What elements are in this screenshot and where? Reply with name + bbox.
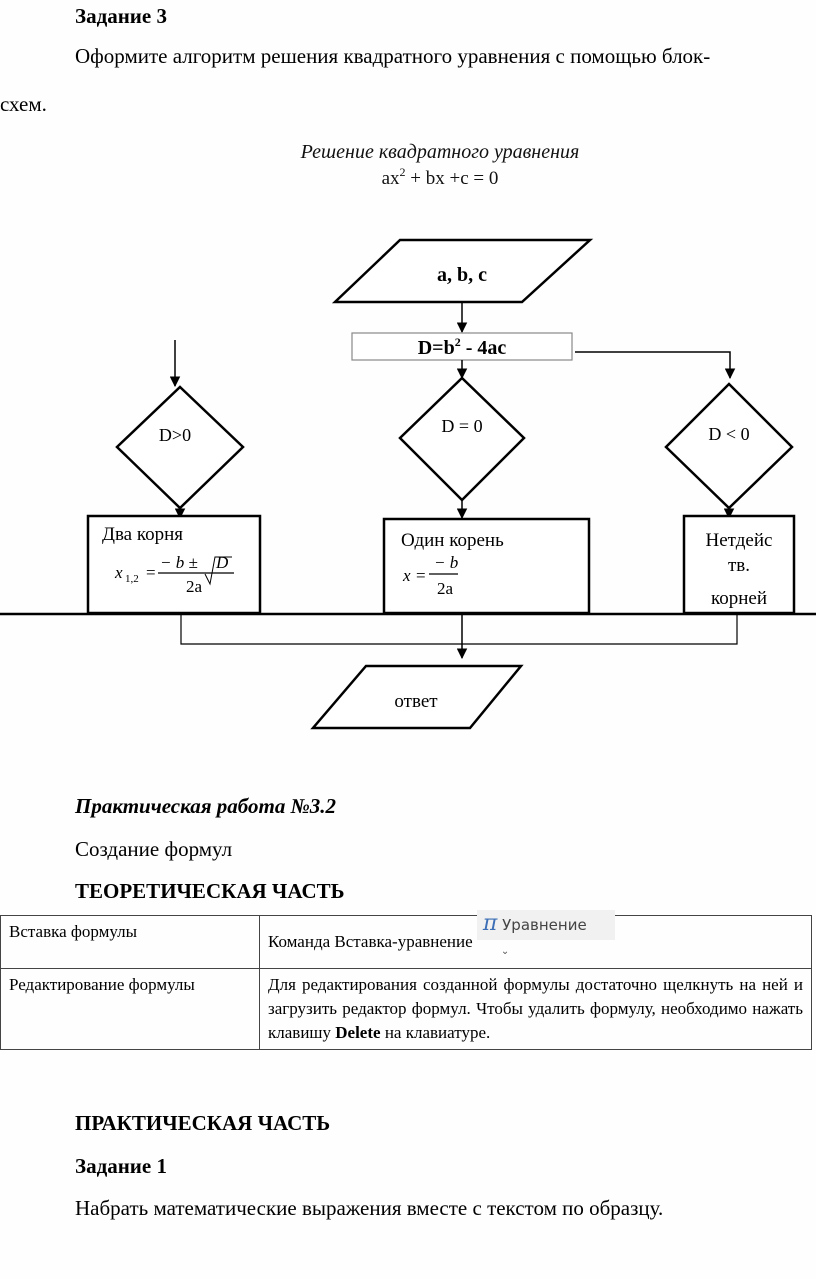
equation-button-label: Уравнение [502,916,587,934]
output-block-label: ответ [394,691,438,712]
table-cell-desc: Команда Вставка-уравнение π Уравнение ⌄ [259,910,812,969]
result-one-root [382,517,591,615]
decision-d-lt-0-label: D < 0 [708,424,749,444]
process-block [351,332,573,361]
result-no-roots-line2: тв. [728,555,750,576]
table-cell-desc: Для редактирования созданной формулы дос… [259,968,812,1050]
flowchart-title: Решение квадратного уравнения [300,141,580,163]
decision-d-eq-0-label: D = 0 [441,416,482,436]
input-block [331,238,594,304]
result-no-roots-line3: корней [711,588,767,609]
formula-two-roots: x 1,2 = − b ± D 2a [114,553,234,596]
svg-text:=: = [146,563,156,582]
table-cell-name: Редактирование формулы [0,968,260,1050]
decision-d-eq-0 [398,376,526,502]
task1-heading: Задание 1 [75,1154,167,1178]
output-block [310,664,524,730]
insert-command-text: Команда Вставка-уравнение [268,932,473,951]
table-row: Вставка формулы Команда Вставка-уравнени… [0,910,812,969]
svg-text:1,2: 1,2 [125,573,139,585]
task3-heading: Задание 3 [75,4,167,28]
table-row: Редактирование формулы Для редактировани… [0,968,812,1050]
task3-text-line1: Оформите алгоритм решения квадратного ур… [75,44,711,68]
flowchart-equation: ax2 + bx +c = 0 [382,165,499,189]
task1-text: Набрать математические выражения вместе … [75,1196,664,1220]
decision-d-lt-0 [664,382,794,510]
merge-bracket [180,614,738,645]
chevron-down-icon[interactable]: ⌄ [500,946,510,957]
practical-subtitle: Создание формул [75,837,233,861]
svg-text:D: D [215,553,229,572]
connector-process-to-d-lt-0 [575,351,736,380]
result-two-roots-label: Два корня [102,524,183,545]
result-one-root-label: Один корень [401,530,504,551]
svg-text:− b: − b [434,553,458,572]
theory-table: Вставка формулы Команда Вставка-уравнени… [0,910,812,1050]
flowchart: Решение квадратного уравнения ax2 + bx +… [0,141,816,730]
decision-d-gt-0 [115,385,245,510]
result-no-roots-line1: Нетдейс [706,530,773,551]
input-block-label: a, b, c [437,264,487,286]
pi-icon: π [482,911,498,936]
formula-one-root: x = − b 2a [402,553,458,598]
process-block-label: D=b2 - 4ac [418,335,507,359]
table-cell-name: Вставка формулы [0,915,260,969]
equation-button[interactable]: π Уравнение ⌄ [476,910,615,957]
svg-text:2a: 2a [437,579,454,598]
delete-key-text: Delete [335,1023,381,1042]
svg-text:2a: 2a [186,577,203,596]
task3-text-line2: схем. [0,92,47,116]
svg-text:x: x [402,566,411,585]
theory-heading: ТЕОРЕТИЧЕСКАЯ ЧАСТЬ [75,879,345,903]
result-two-roots [86,514,262,615]
decision-d-gt-0-label: D>0 [159,425,191,445]
svg-text:=: = [416,566,426,585]
result-no-roots [682,514,796,615]
svg-text:− b ±: − b ± [160,553,198,572]
practice-heading: ПРАКТИЧЕСКАЯ ЧАСТЬ [75,1111,331,1135]
svg-text:x: x [114,563,123,582]
practical-title: Практическая работа №3.2 [75,794,337,818]
